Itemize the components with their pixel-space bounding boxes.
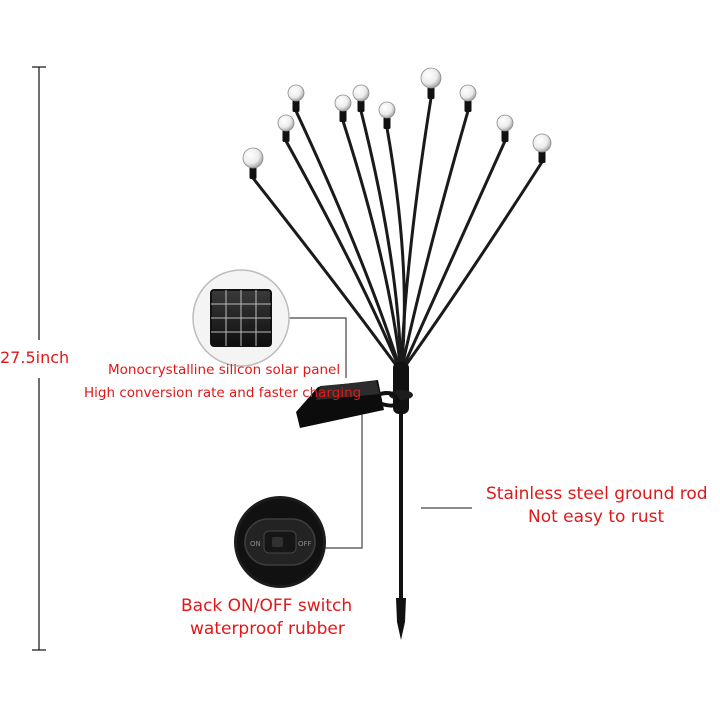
- light-stem: [294, 109, 403, 374]
- light-bulb: [352, 84, 370, 112]
- light-stem: [359, 109, 403, 374]
- light-bulb: [287, 84, 305, 112]
- solar-panel-callout-title: Monocrystalline silicon solar panel: [108, 362, 341, 378]
- height-dimension-line: [32, 66, 46, 651]
- light-stem: [341, 119, 403, 374]
- ground-rod-callout-detail: Not easy to rust: [528, 507, 665, 527]
- switch-callout-detail: waterproof rubber: [190, 619, 345, 639]
- power-switch-icon: ON OFF: [234, 496, 326, 588]
- light-stem: [399, 139, 507, 374]
- light-stem: [399, 96, 433, 374]
- switch-callout-title: Back ON/OFF switch: [181, 596, 353, 616]
- light-bulb: [459, 84, 477, 112]
- light-bulb: [420, 67, 442, 99]
- switch-off-marking: OFF: [298, 540, 312, 548]
- solar-panel-callout-detail: High conversion rate and faster charging: [84, 385, 362, 401]
- solar-panel-box: [296, 380, 401, 428]
- light-bulb: [277, 114, 295, 142]
- height-dimension-label: 27.5inch: [0, 348, 70, 367]
- light-stem: [399, 109, 470, 374]
- light-stems: [251, 96, 544, 374]
- light-bulb: [378, 101, 396, 129]
- light-stem: [399, 160, 544, 374]
- switch-on-marking: ON: [250, 540, 261, 548]
- ground-rod: [396, 390, 406, 640]
- callout-connector-lines: [278, 317, 472, 549]
- ground-rod-callout-title: Stainless steel ground rod: [486, 484, 708, 504]
- light-bulb: [242, 147, 264, 179]
- light-bulb: [496, 114, 514, 142]
- light-bulbs: [242, 67, 552, 179]
- light-bulb: [334, 94, 352, 122]
- light-stem: [251, 176, 403, 374]
- solar-panel-icon: [192, 269, 290, 367]
- light-bulb: [532, 133, 552, 163]
- light-stem: [284, 139, 403, 374]
